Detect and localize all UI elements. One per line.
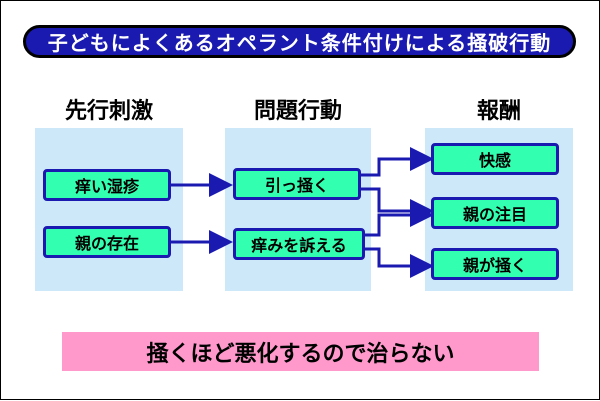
conclusion-banner: 掻くほど悪化するので治らない	[62, 332, 539, 371]
title-banner: 子どもによくあるオペラント条件付けによる掻破行動	[23, 25, 576, 58]
reward-parent-attention-label: 親の注目	[462, 205, 527, 224]
behavior-complain-itch: 痒みを訴える	[233, 228, 365, 260]
behavior-column	[225, 128, 371, 291]
arrow-complain-to-parent-scratch	[361, 247, 434, 278]
antecedent-heading: 先行刺激	[64, 99, 153, 124]
antecedent-column	[35, 128, 183, 291]
arrow-complain-to-attention	[361, 203, 434, 237]
stimulus-itchy-eczema-label: 痒い湿疹	[74, 177, 139, 196]
arrow-scratch-to-attention	[357, 187, 434, 223]
arrow-scratch-to-pleasure	[357, 147, 434, 177]
reward-pleasure-label: 快感	[478, 151, 511, 170]
reward-parent-scratches: 親が掻く	[431, 248, 559, 280]
stimulus-parent-presence: 親の存在	[43, 226, 171, 258]
conclusion-text: 掻くほど悪化するので治らない	[146, 341, 455, 367]
slide-title: 子どもによくあるオペラント条件付けによる掻破行動	[47, 31, 552, 55]
reward-heading: 報酬	[476, 99, 521, 124]
behavior-complain-itch-label: 痒みを訴える	[251, 236, 347, 255]
behavior-scratch-label: 引っ掻く	[264, 176, 329, 195]
behavior-scratch: 引っ掻く	[233, 168, 361, 200]
reward-pleasure: 快感	[431, 143, 559, 175]
behavior-heading: 問題行動	[253, 99, 342, 124]
stimulus-parent-presence-label: 親の存在	[74, 234, 139, 253]
reward-parent-attention: 親の注目	[431, 197, 559, 229]
stimulus-itchy-eczema: 痒い湿疹	[43, 169, 171, 201]
reward-parent-scratches-label: 親が掻く	[462, 256, 527, 275]
